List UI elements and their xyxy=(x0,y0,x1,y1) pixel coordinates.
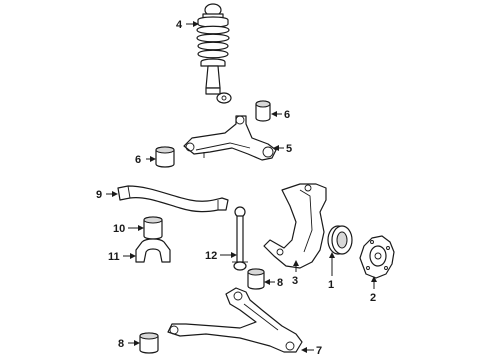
stabilizer-bracket xyxy=(135,238,171,263)
callout-4: 4 xyxy=(176,19,183,31)
callout-5: 5 xyxy=(286,143,292,155)
callout-3: 3 xyxy=(292,275,298,287)
callout-12: 12 xyxy=(205,250,217,262)
stabilizer-link xyxy=(232,206,248,271)
upper-bushing-bottom xyxy=(155,146,175,168)
lower-control-arm xyxy=(167,287,303,353)
callout-6-lower: 6 xyxy=(135,154,141,166)
upper-bushing-top xyxy=(255,100,271,122)
callout-numbers: 4 6 5 6 9 10 11 12 3 1 2 8 8 7 xyxy=(96,19,376,357)
wheel-hub xyxy=(359,235,395,279)
callout-8-lower: 8 xyxy=(118,338,124,350)
lower-arm-bushing-lower xyxy=(139,332,159,354)
callout-1: 1 xyxy=(328,279,334,291)
callout-8-upper: 8 xyxy=(277,277,283,289)
callout-leaders xyxy=(106,21,377,353)
stabilizer-bar xyxy=(117,185,229,213)
callout-9: 9 xyxy=(96,189,102,201)
callout-11: 11 xyxy=(108,251,120,263)
callout-6-upper: 6 xyxy=(284,109,290,121)
upper-control-arm xyxy=(183,115,277,161)
stabilizer-bushing xyxy=(143,216,163,240)
callout-7: 7 xyxy=(316,345,322,357)
lower-arm-bushing-upper xyxy=(247,268,265,290)
callout-10: 10 xyxy=(113,223,125,235)
wheel-bearing xyxy=(327,225,353,255)
shock-absorber xyxy=(196,3,232,104)
steering-knuckle xyxy=(263,183,327,269)
callout-2: 2 xyxy=(370,292,376,304)
